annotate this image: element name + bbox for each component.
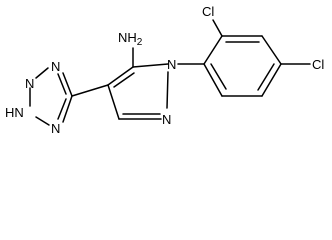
- bond-tz-c-na-double: [57, 73, 67, 95]
- bond-tz-na-nb: [35, 67, 49, 79]
- bond-ph-6-1: [203, 63, 223, 97]
- pyrazole-ring: [107, 63, 169, 120]
- pyrazole-n2-label: N: [162, 112, 171, 127]
- amine-label: NH2: [118, 30, 143, 48]
- bond-ph-3-4: [261, 35, 282, 65]
- bond-tz-nh-nc: [35, 116, 50, 126]
- bond-ph-cl-ortho: [212, 19, 223, 37]
- bond-ph-6-1-double: [210, 63, 227, 90]
- bond-ph-4-5: [261, 63, 282, 97]
- tetrazole-n-a-label: N: [51, 59, 60, 74]
- bond-c5-n1: [132, 63, 169, 68]
- bond-ph-1-2: [203, 35, 223, 65]
- tetrazole-nh-label: HN: [5, 105, 24, 120]
- bond-tz-nc-c: [62, 95, 73, 123]
- tetrazole-n-c-label: N: [51, 121, 60, 136]
- chlorine-para-label: Cl: [312, 57, 324, 72]
- bond-n1-n2: [166, 71, 169, 109]
- bond-c4-c5: [107, 66, 134, 86]
- chlorine-ortho-label: Cl: [202, 4, 214, 19]
- bond-tz-nc-c-double: [57, 98, 67, 120]
- structure-canvas: NH2 Cl Cl N N N N HN N: [5, 4, 324, 136]
- tetrazole-n-b-label: N: [25, 76, 34, 91]
- bond-ph-4-5-double: [257, 63, 275, 91]
- bond-c4-tetrazole: [71, 84, 109, 97]
- phenyl-ring: [203, 35, 282, 97]
- tetrazole-ring: [29, 67, 73, 126]
- bond-tz-c-na: [62, 72, 73, 97]
- bond-c3-c4: [107, 84, 120, 120]
- chemical-structure-drawing: NH2 Cl Cl N N N N HN N: [5, 4, 324, 136]
- bond-c4-c5-double: [113, 72, 135, 88]
- pyrazole-n1-label: N: [167, 57, 176, 72]
